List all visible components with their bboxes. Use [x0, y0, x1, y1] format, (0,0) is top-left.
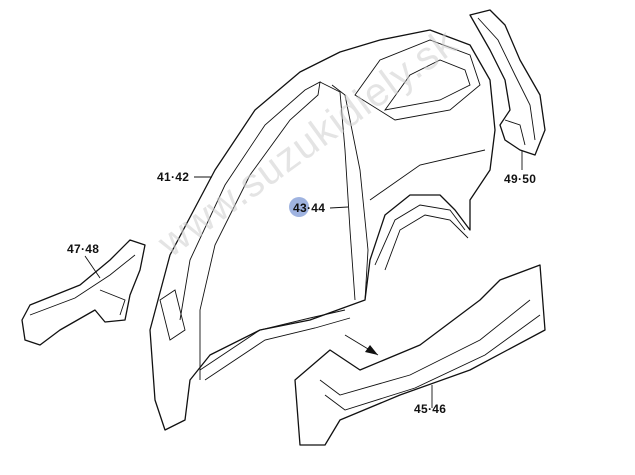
callout-45-46[interactable]: 45·46: [414, 402, 447, 416]
rear-pillar-inner-part: [469, 9, 546, 156]
callout-49-50[interactable]: 49·50: [504, 172, 537, 186]
side-body-outer-part: [149, 29, 496, 431]
leader-lines: [84, 150, 523, 408]
callout-highlight: [289, 197, 309, 217]
callout-47-48[interactable]: 47·48: [67, 242, 100, 256]
front-pillar-lower-part: [21, 239, 146, 346]
side-sill-part: [294, 264, 546, 446]
callout-43-44[interactable]: 43·44: [293, 201, 326, 215]
direction-arrow: [344, 334, 379, 356]
callout-41-42[interactable]: 41·42: [157, 170, 190, 184]
